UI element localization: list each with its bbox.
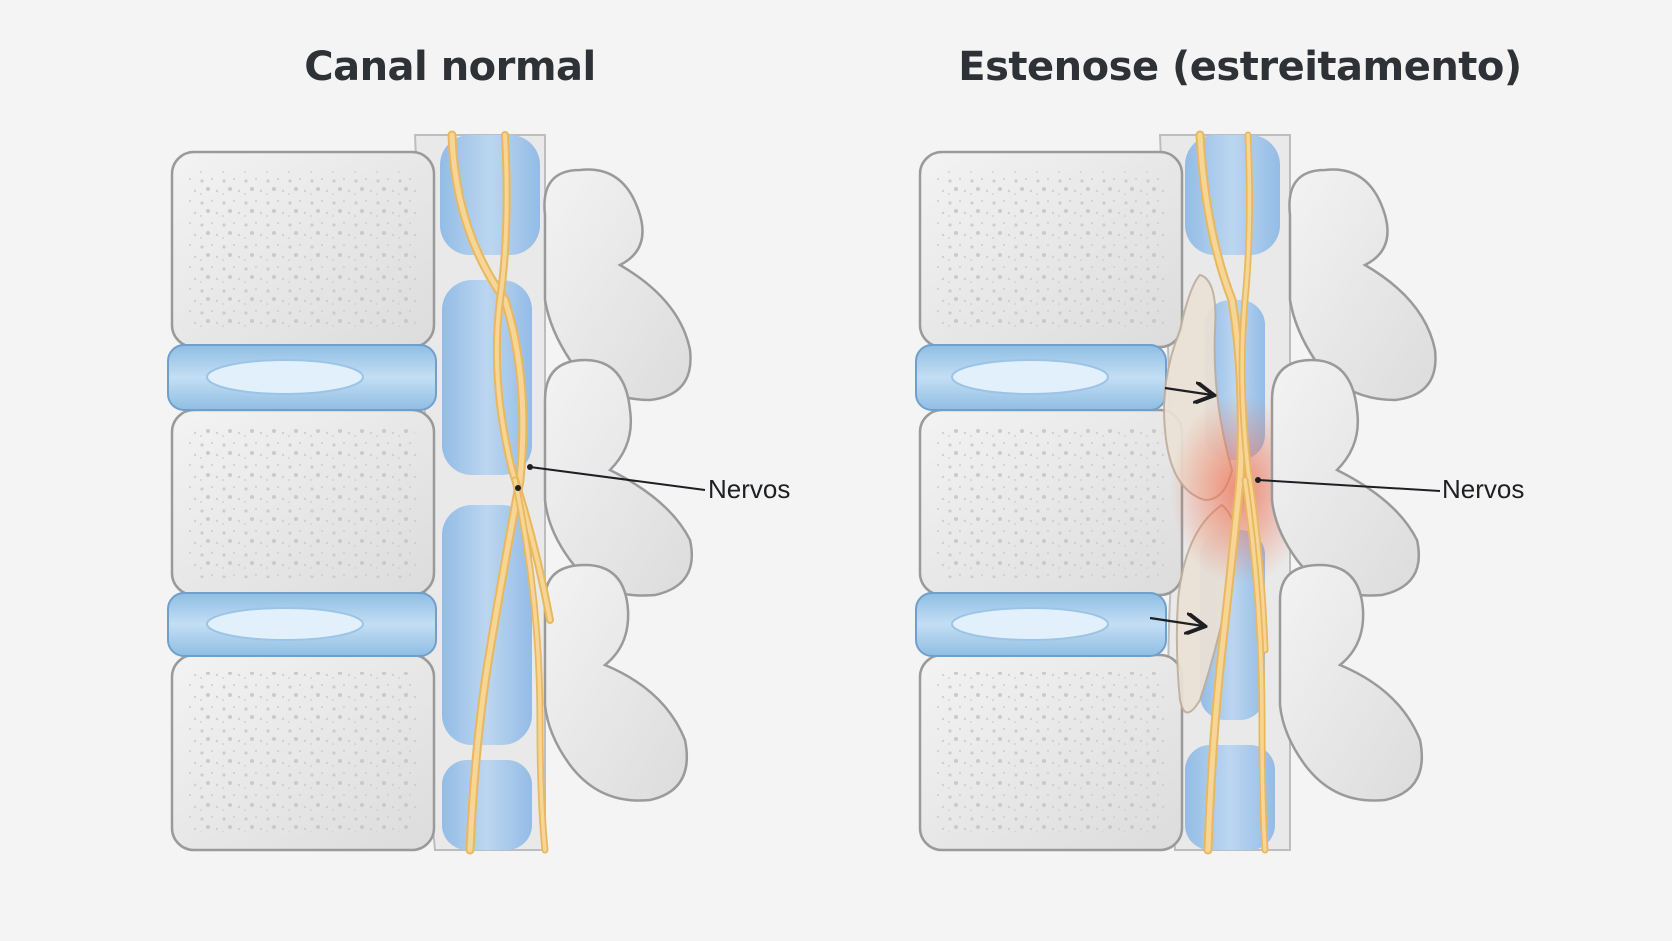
panel-title-normal: Canal normal	[304, 44, 596, 90]
nerve-bundle	[447, 130, 554, 855]
posterior-element-3-stenosis	[1278, 563, 1424, 802]
nerve-bundle-compressed	[1195, 130, 1269, 855]
posterior-element-3	[543, 563, 689, 802]
panel-title-stenosis: Estenose (estreitamento)	[958, 44, 1522, 90]
stenosis-panel	[915, 130, 1441, 855]
arrow-icon	[1164, 388, 1212, 395]
nerve-label-stenosis: Nervos	[1442, 474, 1525, 504]
arrow-icon	[1149, 618, 1203, 626]
canal-fluid-bottom	[442, 760, 532, 850]
normal-panel	[167, 130, 706, 855]
nerve-callout-line	[529, 466, 706, 491]
canal-fluid-low	[442, 505, 532, 745]
nerve-callout-line-stenosis	[1257, 479, 1441, 492]
nerve-label-normal: Nervos	[708, 474, 791, 504]
